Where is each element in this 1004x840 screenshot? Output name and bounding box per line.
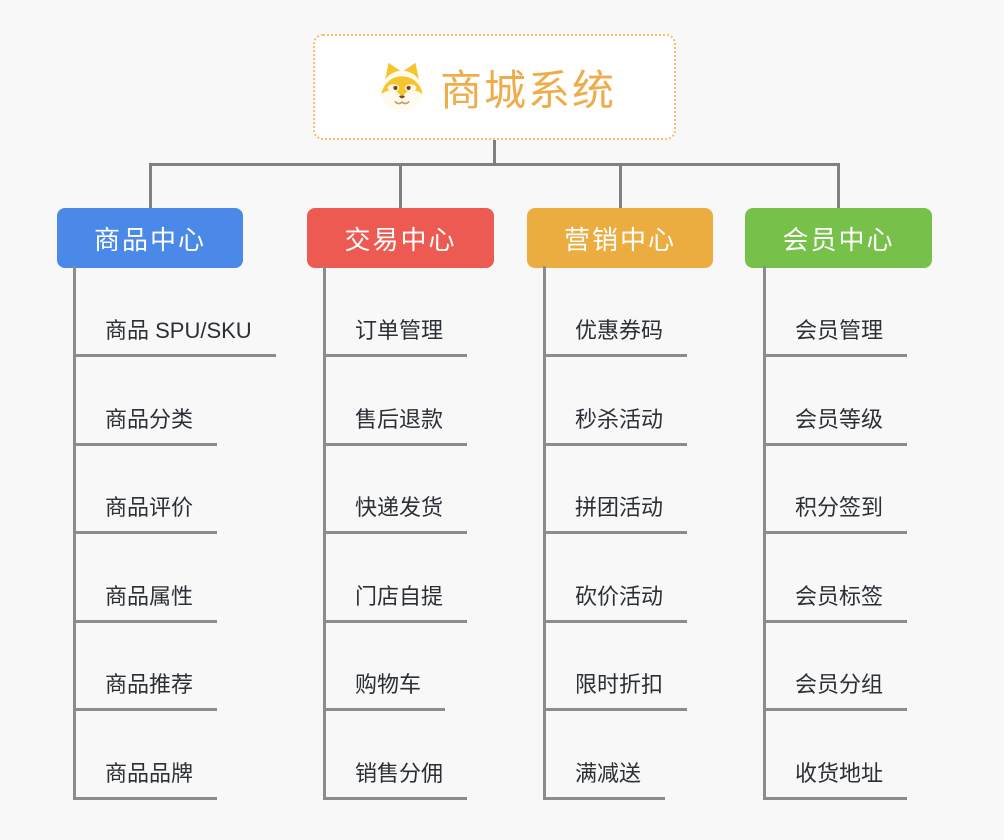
leaf-item-member-tag[interactable]: 会员标签 <box>763 582 908 623</box>
leaf-item-member-group[interactable]: 会员分组 <box>763 670 908 711</box>
root-node[interactable]: 商城系统 <box>313 34 676 140</box>
leaf-item-product-spu-sku[interactable]: 商品 SPU/SKU <box>73 316 276 357</box>
dog-face-icon <box>373 60 431 114</box>
leaf-item-product-brand[interactable]: 商品品牌 <box>73 759 218 800</box>
leaf-item-sales-commission[interactable]: 销售分佣 <box>323 759 468 800</box>
connector-horizontal <box>149 163 840 166</box>
leaf-item-bargain-activity[interactable]: 砍价活动 <box>543 582 688 623</box>
branch-node-marketing-center[interactable]: 营销中心 <box>527 208 713 268</box>
leaf-item-limited-time-discount[interactable]: 限时折扣 <box>543 670 688 711</box>
branch-node-product-center[interactable]: 商品中心 <box>57 208 243 268</box>
connector-drop-product <box>149 163 152 210</box>
leaf-item-shopping-cart[interactable]: 购物车 <box>323 670 446 711</box>
branch-node-trade-center[interactable]: 交易中心 <box>307 208 494 268</box>
leaf-item-after-sale-refund[interactable]: 售后退款 <box>323 405 468 446</box>
leaf-item-product-category[interactable]: 商品分类 <box>73 405 218 446</box>
leaf-item-full-reduction[interactable]: 满减送 <box>543 759 666 800</box>
leaf-item-product-attribute[interactable]: 商品属性 <box>73 582 218 623</box>
connector-drop-marketing <box>619 163 622 210</box>
leaf-item-store-pickup[interactable]: 门店自提 <box>323 582 468 623</box>
leaf-item-flash-sale[interactable]: 秒杀活动 <box>543 405 688 446</box>
leaf-item-product-review[interactable]: 商品评价 <box>73 493 218 534</box>
branch-node-member-center[interactable]: 会员中心 <box>745 208 932 268</box>
leaf-item-member-management[interactable]: 会员管理 <box>763 316 908 357</box>
leaf-item-member-level[interactable]: 会员等级 <box>763 405 908 446</box>
connector-drop-trade <box>399 163 402 210</box>
leaf-item-coupon-code[interactable]: 优惠券码 <box>543 316 688 357</box>
leaf-item-order-management[interactable]: 订单管理 <box>323 316 468 357</box>
root-title: 商城系统 <box>439 66 616 114</box>
leaf-item-express-delivery[interactable]: 快递发货 <box>323 493 468 534</box>
leaf-item-points-checkin[interactable]: 积分签到 <box>763 493 908 534</box>
connector-root-stem <box>493 140 496 166</box>
leaf-item-group-buy[interactable]: 拼团活动 <box>543 493 688 534</box>
leaf-item-shipping-address[interactable]: 收货地址 <box>763 759 908 800</box>
leaf-item-product-recommend[interactable]: 商品推荐 <box>73 670 218 711</box>
connector-drop-member <box>837 163 840 210</box>
